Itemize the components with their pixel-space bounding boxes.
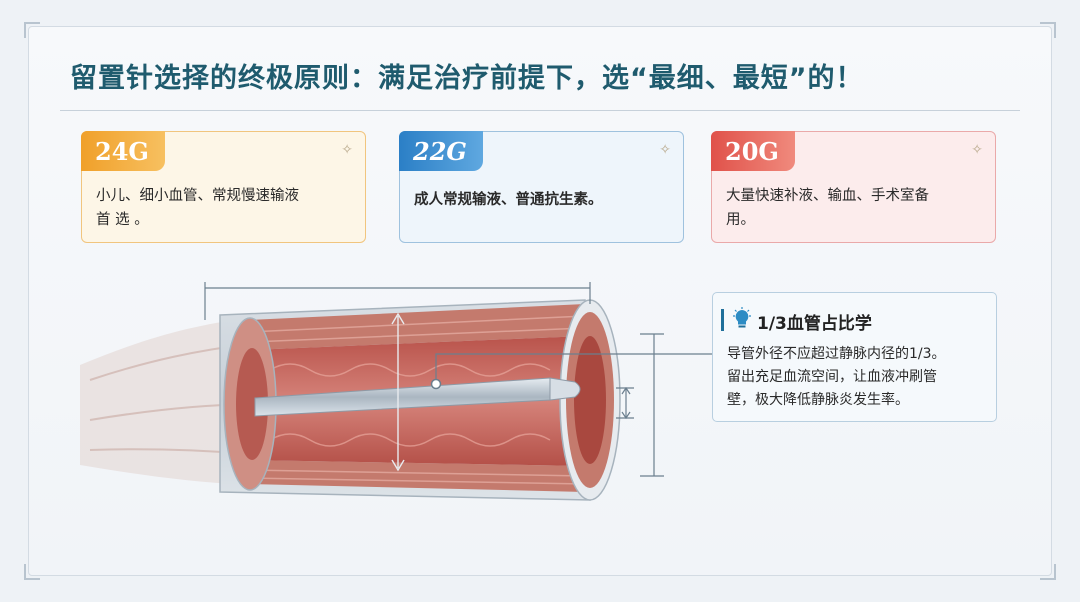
- gauge-desc-24g: 小儿、细小血管、常规慢速输液 首 选 。: [96, 184, 353, 232]
- note-line: 壁，极大降低静脉炎发生率。: [727, 392, 909, 408]
- sparkle-icon: ✧: [341, 142, 353, 158]
- gauge-desc-22g: 成人常规输液、普通抗生素。: [414, 188, 671, 212]
- callout-leader-line: [435, 353, 712, 380]
- page-title: 留置针选择的终极原则：满足治疗前提下，选“最细、最短”的！: [70, 63, 864, 94]
- frame-corner-top-left: [24, 22, 40, 38]
- lightbulb-icon: [733, 307, 751, 328]
- catheter-tip: [549, 377, 581, 401]
- vessel-catheter-illustration: [80, 282, 712, 501]
- gauge-desc-line: 成人常规输液、普通抗生素。: [414, 192, 603, 208]
- note-line: 留出充足血流空间，让血液冲刷管: [727, 369, 937, 385]
- note-heading: 1/3血管占比学: [757, 314, 872, 334]
- gauge-desc-line: 小儿、细小血管、常规慢速输液: [96, 188, 299, 204]
- callout-anchor-dot: [430, 378, 442, 390]
- gauge-card-24g: 24G ✧ 小儿、细小血管、常规慢速输液 首 选 。: [81, 131, 366, 243]
- note-accent-bar: [721, 309, 724, 331]
- gauge-tag-24g: 24G: [81, 131, 165, 171]
- frame-corner-bottom-right: [1040, 564, 1056, 580]
- ratio-note-box: 1/3血管占比学 导管外径不应超过静脉内径的1/3。 留出充足血流空间，让血液冲…: [712, 292, 997, 422]
- gauge-desc-line: 用。: [726, 212, 755, 228]
- note-line: 导管外径不应超过静脉内径的1/3。: [727, 346, 946, 362]
- header-divider: [60, 110, 1020, 111]
- gauge-desc-line: 大量快速补液、输血、手术室备: [726, 188, 929, 204]
- sparkle-icon: ✧: [971, 142, 983, 158]
- gauge-tag-22g: 22G: [399, 131, 483, 171]
- gauge-tag-20g: 20G: [711, 131, 795, 171]
- frame-corner-top-right: [1040, 22, 1056, 38]
- gauge-desc-line: 首 选 。: [96, 212, 149, 228]
- vessel-muscle-bottom: [250, 460, 585, 492]
- frame-corner-bottom-left: [24, 564, 40, 580]
- vessel-cross-section-lumen: [574, 336, 606, 464]
- sparkle-icon: ✧: [659, 142, 671, 158]
- lumen-cell-texture: [269, 363, 551, 447]
- gauge-card-22g: 22G ✧ 成人常规输液、普通抗生素。: [399, 131, 684, 243]
- note-body: 导管外径不应超过静脉内径的1/3。 留出充足血流空间，让血液冲刷管 壁，极大降低…: [727, 343, 986, 412]
- vessel-tail: [80, 318, 250, 485]
- gauge-card-20g: 20G ✧ 大量快速补液、输血、手术室备 用。: [711, 131, 996, 243]
- gauge-desc-20g: 大量快速补液、输血、手术室备 用。: [726, 184, 983, 232]
